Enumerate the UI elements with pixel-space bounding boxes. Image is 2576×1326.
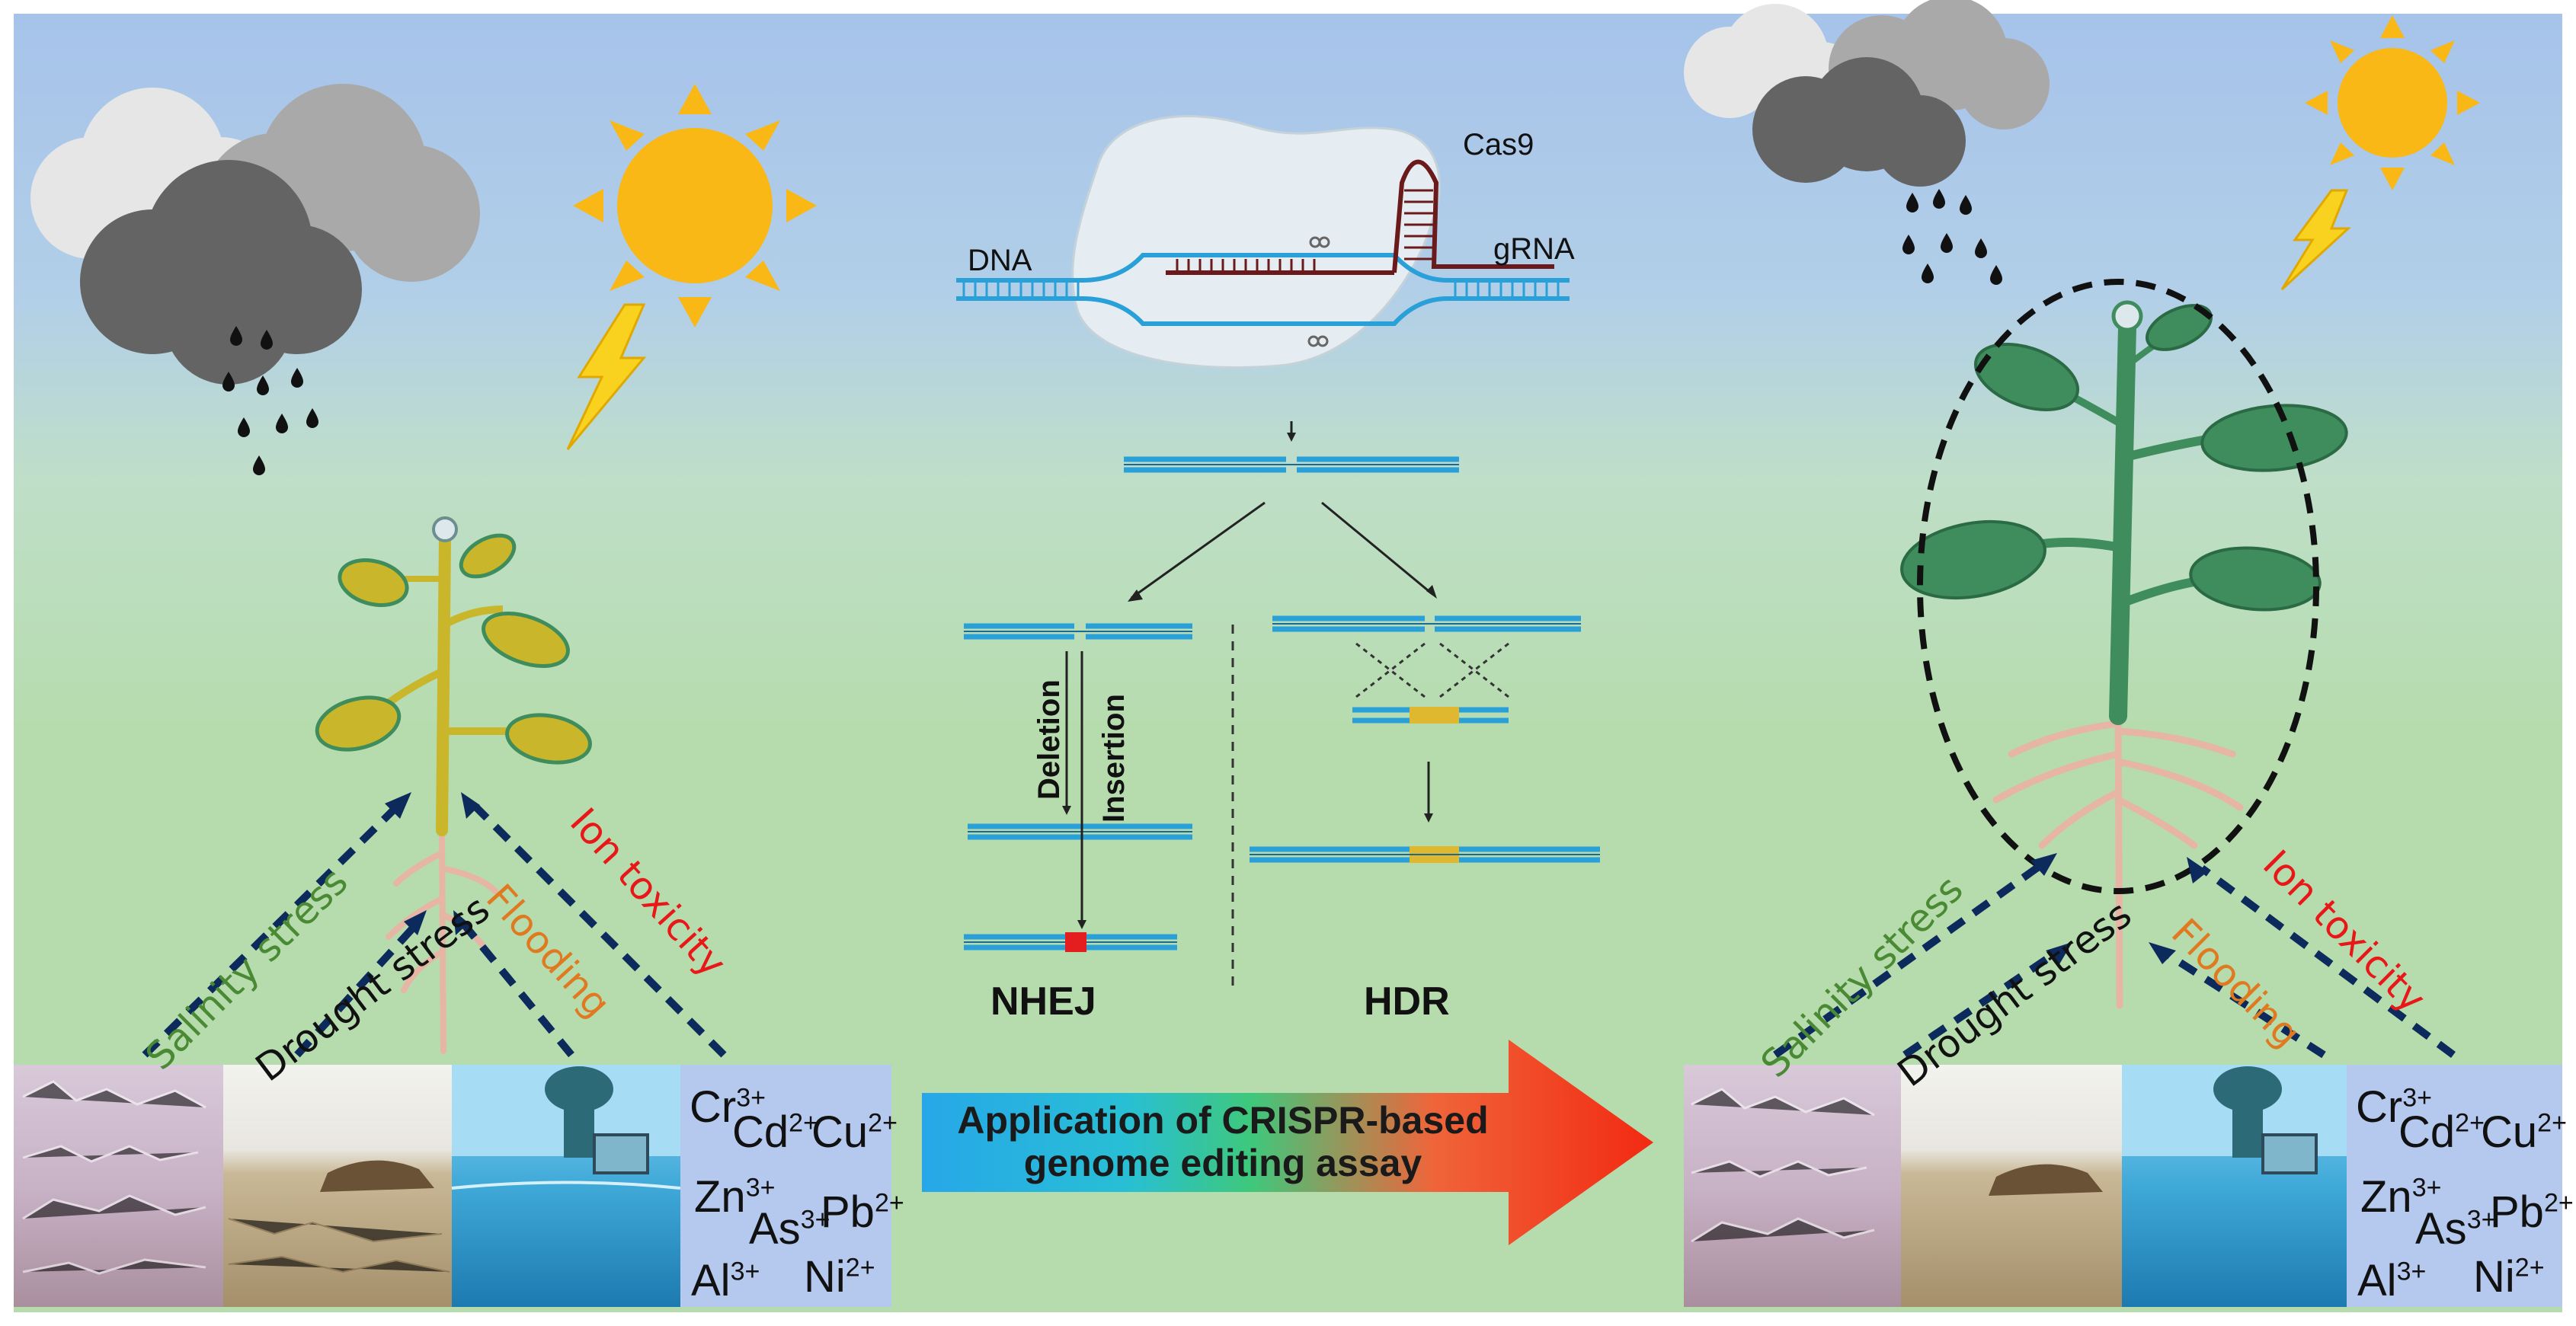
ion-charge: 3+: [730, 1257, 760, 1286]
ion-charge: 2+: [2514, 1253, 2545, 1283]
ion-symbol: Al: [2357, 1256, 2397, 1305]
ion-cr: Cr3+: [690, 1082, 766, 1133]
ion-symbol: Cu: [811, 1107, 869, 1157]
lightning-icon: [566, 303, 647, 450]
ion-charge: 2+: [845, 1253, 875, 1283]
ion-symbol: Ni: [2473, 1252, 2515, 1302]
ion-as: As3+: [749, 1203, 830, 1254]
sun-icon-right: [2305, 15, 2480, 190]
stress-photo-strip-right: [1684, 1065, 2347, 1307]
ion-symbol: Cd: [732, 1107, 789, 1157]
ion-symbol: Pb: [821, 1187, 875, 1237]
stress-photo-strip-left: [14, 1065, 681, 1307]
big-arrow-text: Application of CRISPR-based genome editi…: [933, 1099, 1512, 1184]
nhej-label: NHEJ: [990, 979, 1096, 1024]
ion-charge: 2+: [2543, 1188, 2574, 1218]
ion-symbol: Al: [691, 1256, 731, 1305]
ion-box-right: Cr3+ Cd2+ Cu2+ Zn3+ As3+ Pb2+ Al3+ Ni2+: [2347, 1065, 2574, 1307]
ion-charge: 2+: [868, 1108, 898, 1138]
cloud-icon-right: [1684, 0, 2050, 187]
ion-symbol: Zn: [2360, 1172, 2412, 1222]
ion-ni: Ni2+: [804, 1251, 875, 1302]
scissors-icon: [1307, 236, 1330, 347]
plant-icon-right: [1900, 300, 2348, 1009]
grna-hairpin: [1392, 159, 1554, 273]
ion-pb: Pb2+: [2490, 1187, 2574, 1238]
ion-charge: 3+: [2396, 1257, 2427, 1286]
ion-al: Al3+: [691, 1255, 760, 1306]
cas9-label: Cas9: [1463, 128, 1534, 161]
dna-label: DNA: [968, 244, 1032, 277]
insertion-marker: [1065, 932, 1086, 952]
ion-symbol: Cr: [2356, 1082, 2403, 1132]
ion-charge: 2+: [2537, 1108, 2567, 1138]
insertion-label: Insertion: [1097, 694, 1131, 823]
big-arrow-line1: Application of CRISPR-based: [957, 1099, 1489, 1142]
sun-icon: [573, 84, 817, 328]
ion-charge: 3+: [2402, 1083, 2432, 1113]
ion-charge: 2+: [874, 1188, 904, 1218]
donor-template: [1410, 707, 1459, 724]
crispr-diagram: [956, 115, 1600, 990]
ion-symbol: Cr: [690, 1082, 737, 1132]
deletion-label: Deletion: [1032, 679, 1066, 800]
ion-cd: Cd2+: [732, 1107, 818, 1158]
ion-ni: Ni2+: [2473, 1251, 2545, 1302]
ion-symbol: As: [749, 1204, 801, 1254]
cas9-protein: [1071, 115, 1441, 369]
ion-as: As3+: [2415, 1203, 2496, 1254]
ion-cu: Cu2+: [2481, 1107, 2567, 1158]
ion-symbol: Cu: [2481, 1107, 2538, 1157]
stress-arrows-left: [142, 804, 727, 1058]
ion-charge: 2+: [789, 1108, 818, 1138]
ion-cr: Cr3+: [2356, 1082, 2432, 1133]
ion-charge: 3+: [800, 1205, 830, 1235]
ion-symbol: As: [2415, 1204, 2467, 1254]
ion-symbol: Zn: [694, 1172, 746, 1222]
ion-symbol: Cd: [2398, 1107, 2456, 1157]
ion-symbol: Pb: [2490, 1187, 2544, 1237]
lightning-icon-right: [2280, 189, 2351, 291]
ion-zn: Zn3+: [694, 1171, 775, 1222]
ion-charge: 3+: [2411, 1173, 2442, 1203]
big-arrow: [922, 1040, 1653, 1245]
ion-charge: 3+: [2466, 1205, 2497, 1235]
ion-charge: 3+: [745, 1173, 776, 1203]
ion-zn: Zn3+: [2360, 1171, 2441, 1222]
ion-pb: Pb2+: [821, 1187, 904, 1238]
ion-charge: 2+: [2455, 1108, 2485, 1138]
grna-label: gRNA: [1493, 232, 1575, 266]
stress-arrows-right: [1773, 861, 2456, 1059]
hdr-label: HDR: [1364, 979, 1450, 1024]
healthy-plant-highlight: [1917, 279, 2319, 894]
ion-box-left: Cr3+ Cd2+ Cu2+ Zn3+ As3+ Pb2+ Al3+ Ni2+: [680, 1065, 904, 1307]
big-arrow-line2: genome editing assay: [1023, 1142, 1422, 1184]
cloud-icon: [30, 84, 480, 385]
dna-rungs: [962, 280, 1560, 299]
ion-cu: Cu2+: [811, 1107, 898, 1158]
ion-al: Al3+: [2357, 1255, 2426, 1306]
ion-cd: Cd2+: [2398, 1107, 2485, 1158]
ion-symbol: Ni: [804, 1252, 846, 1302]
ion-charge: 3+: [736, 1083, 766, 1113]
